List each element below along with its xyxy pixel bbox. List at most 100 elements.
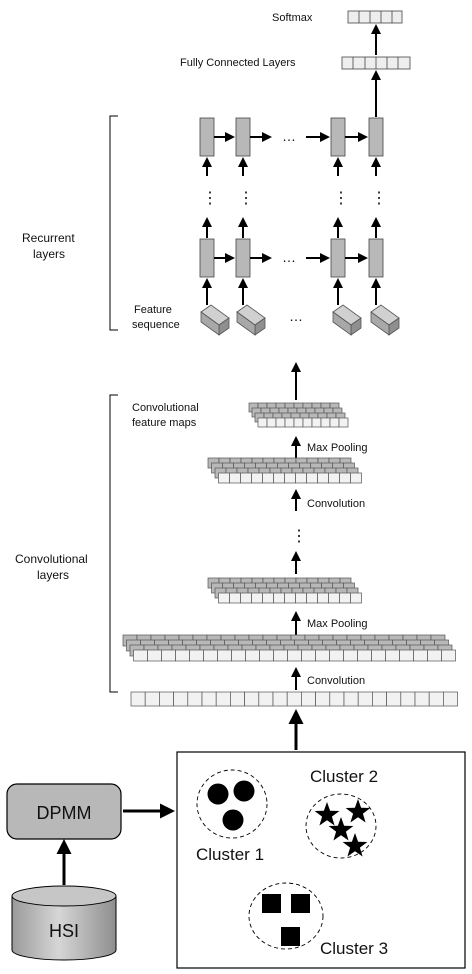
feature-map-cell [272,691,288,707]
feature-map-cell [273,649,288,662]
feature-map-cell [443,691,458,707]
feature-map-cell [161,649,176,662]
feature-map-cell [350,592,362,604]
feature-map-cell [328,472,340,484]
feature-map-cell [229,472,241,484]
feature-map-cell [173,691,189,707]
rnn-vdots-2: ⋮ [238,190,254,207]
feature-map-cell [339,592,351,604]
hsi-label: HSI [49,921,79,941]
feature-map-cell [302,417,313,428]
feature-map-cell [371,649,386,662]
conv-maps-label-line2: feature maps [132,417,197,429]
feature-map-cell [257,417,268,428]
convolutional-label-line1: Convolutional [15,552,88,566]
convolution-bottom-label: Convolution [307,675,365,687]
feature-map-front [133,649,456,662]
feature-map-cell [262,592,274,604]
feature-map-cell [218,472,230,484]
feature-map-cell [329,691,345,707]
feature-map-cell [306,472,318,484]
feature-map-cell [284,417,295,428]
conv-feature-maps-wide [122,634,456,662]
max-pooling-top-label: Max Pooling [307,442,368,454]
feature-map-cell [133,649,148,662]
feature-map-cell [301,649,316,662]
feature-map-cell [203,649,218,662]
feature-map-cell [240,472,252,484]
feature-map-cell [218,592,230,604]
rnn-bottom-row [199,238,384,278]
feature-map-cell [245,649,260,662]
cluster1-point [233,780,255,802]
cluster3-point [281,927,300,946]
feature-map-cell [301,691,316,707]
cluster2-points [314,799,371,857]
feature-map-cell [400,691,416,707]
feature-map-cell [315,691,331,707]
cluster3-point [262,894,281,913]
fully-connected-label: Fully Connected Layers [180,57,296,69]
feature-map-cell [284,472,296,484]
feature-map-cell [144,691,160,707]
rnn-vdots-3: ⋮ [333,190,349,207]
cluster3-label: Cluster 3 [320,939,388,958]
conv-feature-maps-mid [207,457,362,484]
max-pooling-bottom-label: Max Pooling [307,618,368,630]
cluster2-boundary [305,793,377,859]
cluster1-point [207,783,229,805]
rnn-bottom-ellipsis: … [282,249,296,265]
input-vector [130,691,458,707]
feature-map-front [218,472,362,484]
convolutional-label-line2: layers [37,568,69,582]
recurrent-label-line2: layers [33,247,65,261]
feature-map-cell [343,649,358,662]
feature-map-cell [130,691,146,707]
feature-map-cell [343,691,359,707]
feature-block-3 [332,304,362,336]
rnn-top-ellipsis: … [282,128,296,144]
cluster3-boundary [248,882,324,950]
feature-map-cell [317,472,329,484]
feature-map-cell [259,649,274,662]
feature-label-line1: Feature [134,304,172,316]
feature-map-cell [385,649,400,662]
conv-vdots: ⋮ [291,528,307,545]
feature-map-cell [266,417,277,428]
feature-map-cell [329,649,344,662]
star-icon [345,799,371,823]
convolutional-bracket [109,394,118,693]
feature-block-4 [370,304,400,336]
cluster3-point [291,894,310,913]
feature-map-cell [311,417,322,428]
rnn-vdots-4: ⋮ [371,190,387,207]
feature-map-layer [248,402,340,413]
recurrent-bracket [109,115,118,331]
feature-map-cell [287,649,302,662]
feature-map-cell [187,691,203,707]
feature-map-cell [258,691,274,707]
feature-map-cell [293,417,304,428]
conv-feature-maps-lower [207,577,362,604]
star-icon [328,817,354,841]
feature-map-cell [329,417,340,428]
rnn-vdots-1: ⋮ [202,190,218,207]
convolution-mid-label: Convolution [307,498,365,510]
feature-map-cell [428,691,444,707]
cluster1-point [222,809,244,831]
feature-map-cell [251,472,263,484]
conv-maps-label-line1: Convolutional [132,402,199,414]
feature-map-cell [262,472,274,484]
rnn-top-row [199,117,384,157]
softmax-vector [347,10,403,24]
dpmm-label: DPMM [37,803,92,823]
feature-map-front [130,691,458,707]
feature-map-cell [399,649,414,662]
feature-map-cell [275,417,286,428]
feature-map-cell [231,649,246,662]
hsi-cylinder [11,885,117,961]
feature-map-cell [251,592,263,604]
feature-map-cell [441,649,456,662]
feature-map-layer [251,407,343,418]
